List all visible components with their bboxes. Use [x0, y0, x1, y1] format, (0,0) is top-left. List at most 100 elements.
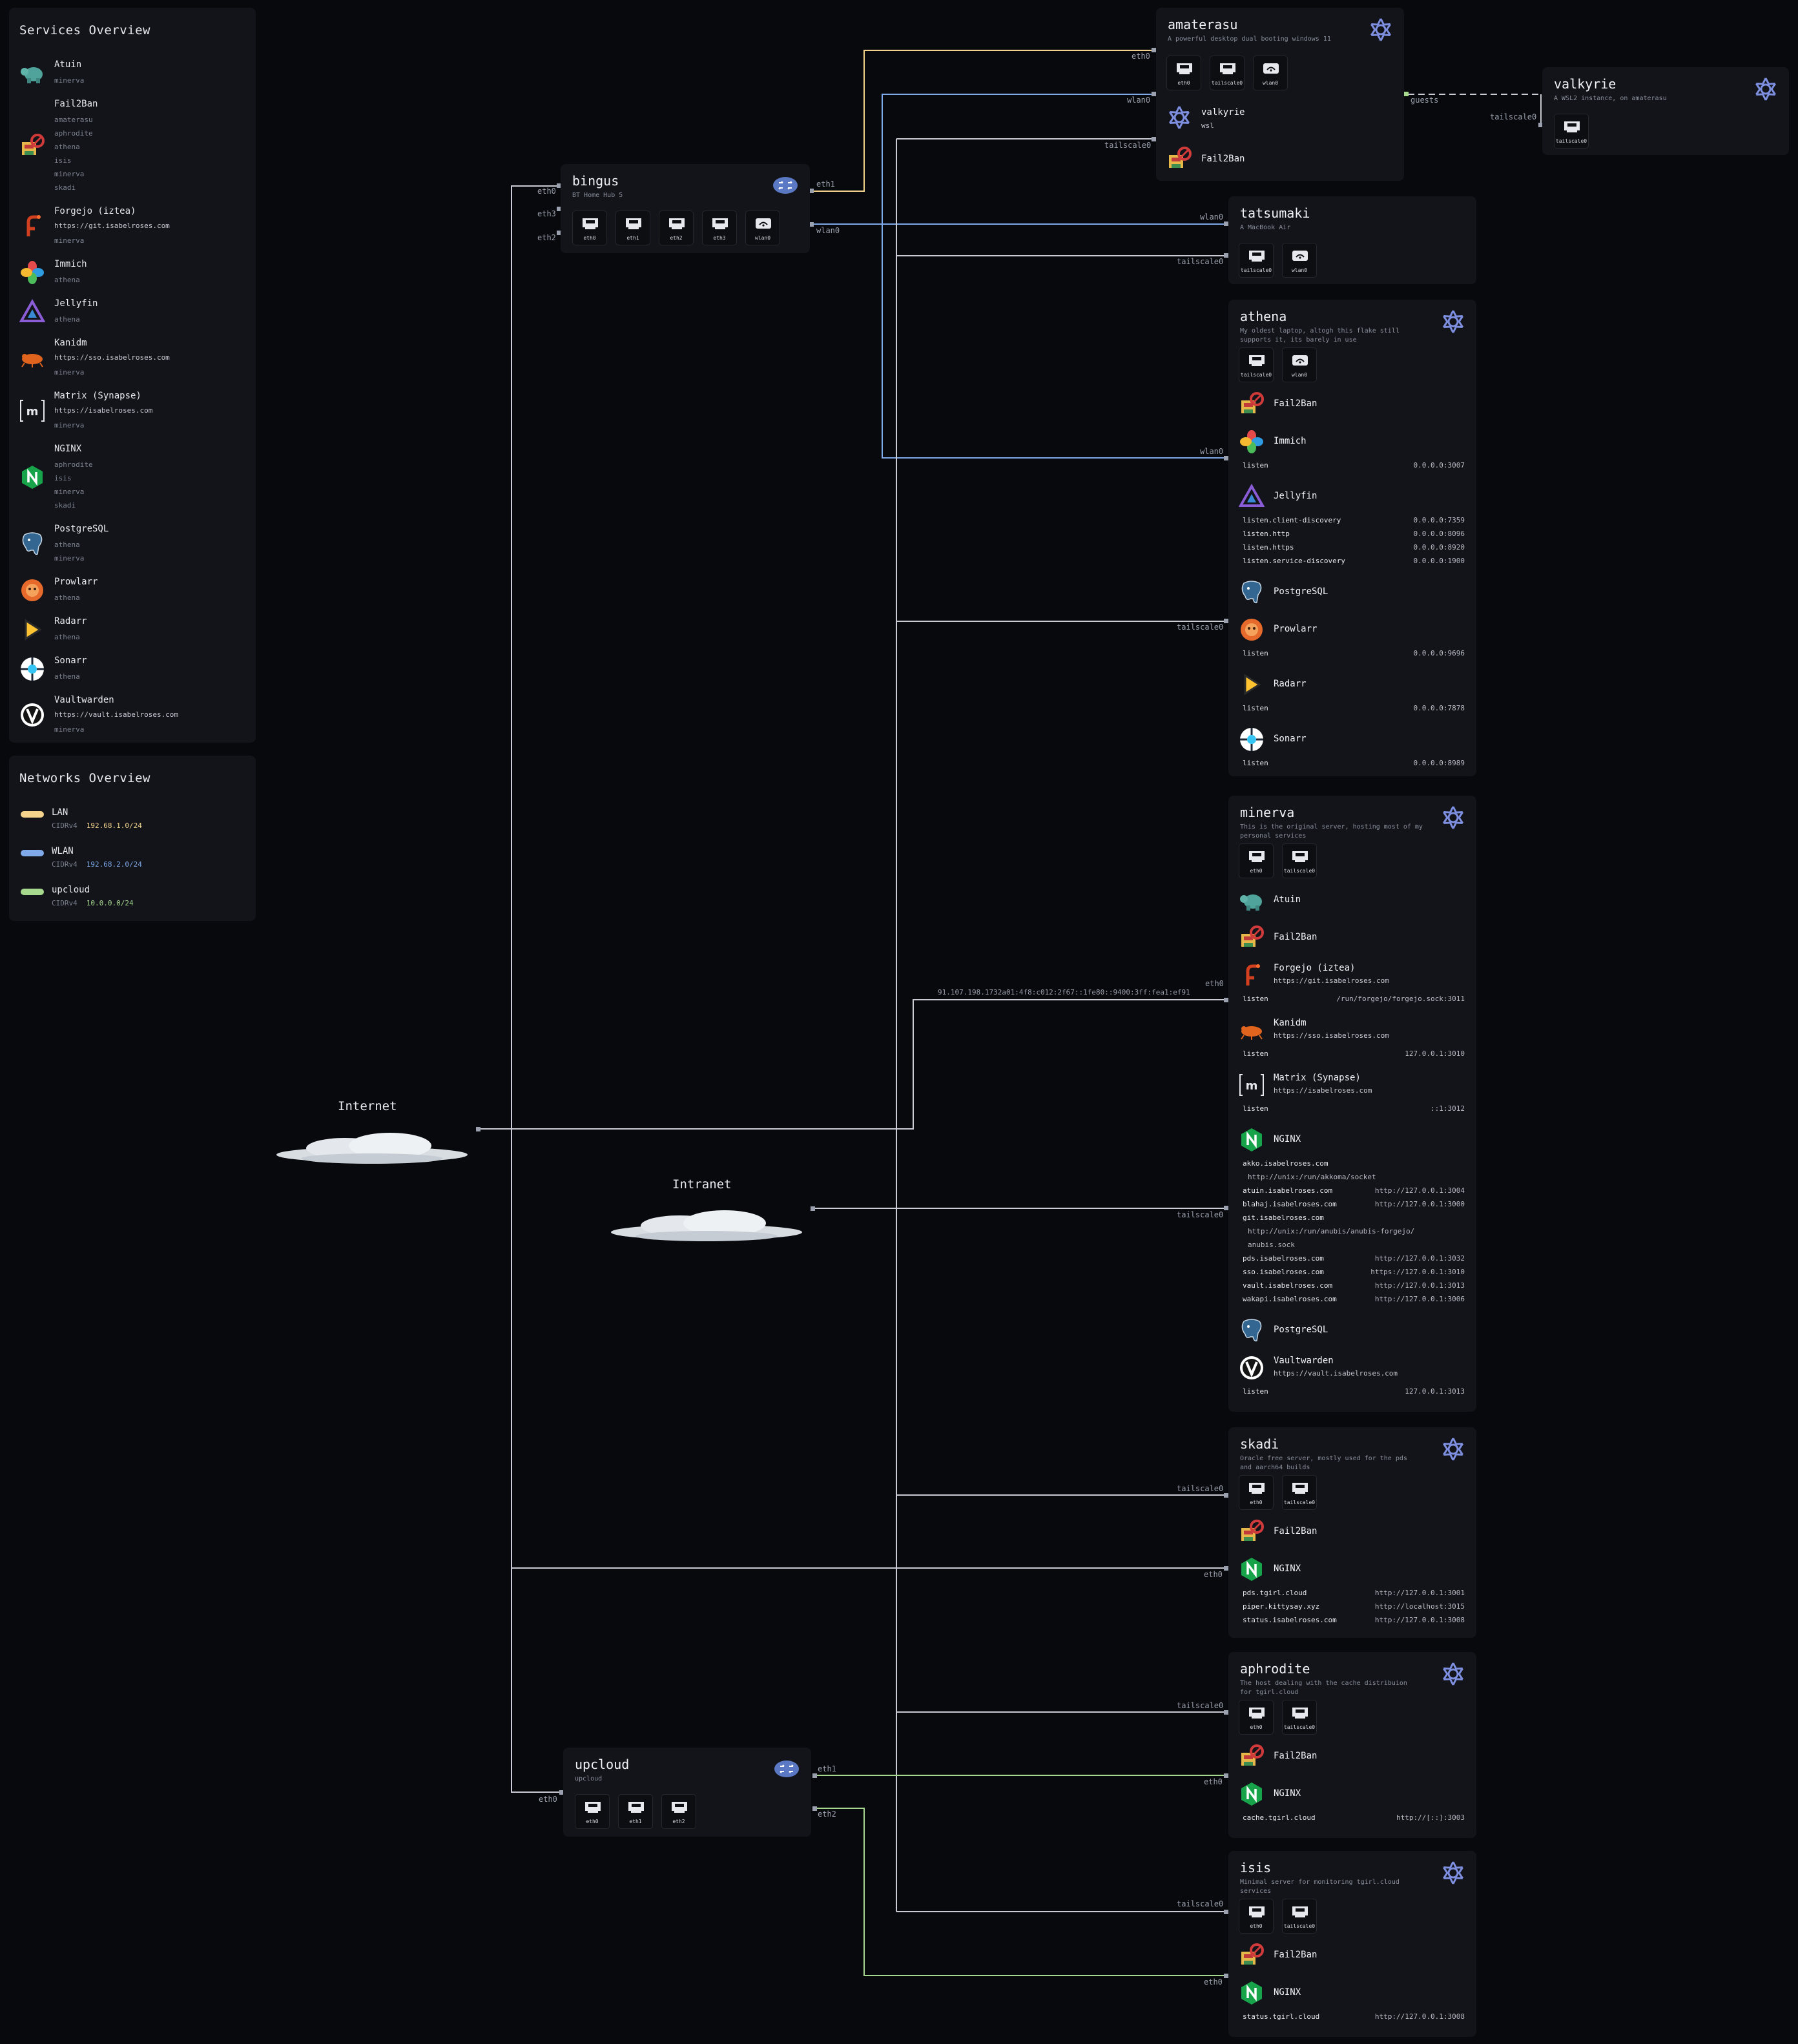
edge-upcloud-isis: [815, 1808, 1226, 1976]
service-host: isis: [54, 156, 72, 165]
service-url[interactable]: https://git.isabelroses.com: [54, 222, 170, 230]
node-service-url[interactable]: https://sso.isabelroses.com: [1274, 1031, 1389, 1040]
service-host: skadi: [54, 183, 76, 192]
service-host: minerva: [54, 236, 85, 245]
edge-label: tailscale0: [1104, 141, 1152, 150]
node-service-url[interactable]: https://vault.isabelroses.com: [1274, 1369, 1398, 1378]
edge-label: eth0: [1204, 1777, 1223, 1786]
interface-tailscale0[interactable]: tailscale0: [1282, 1475, 1317, 1510]
service-property-key: listen.http: [1243, 530, 1290, 538]
interface-tailscale0[interactable]: tailscale0: [1239, 243, 1274, 278]
interface-label: eth0: [586, 1819, 599, 1824]
cidr-value: 10.0.0.0/24: [86, 899, 134, 907]
service-property-key: cache.tgirl.cloud: [1243, 1813, 1316, 1822]
service-property-key: listen: [1243, 759, 1268, 767]
service-property-key: blahaj.isabelroses.com: [1243, 1200, 1337, 1208]
service-host: skadi: [54, 501, 76, 510]
interface-tailscale0[interactable]: tailscale0: [1554, 114, 1589, 149]
cidr-value: 192.68.2.0/24: [86, 860, 142, 869]
service-host: isis: [54, 474, 72, 482]
interface-wlan0[interactable]: wlan0: [1253, 56, 1288, 90]
interface-tailscale0[interactable]: tailscale0: [1210, 56, 1245, 90]
service-property-key: listen: [1243, 1104, 1268, 1113]
interface-eth0[interactable]: eth0: [1239, 1899, 1274, 1934]
interface-label: eth0: [1177, 80, 1190, 86]
panel-title: Networks Overview: [19, 771, 150, 785]
matrix-icon: m: [1239, 1072, 1265, 1098]
internet-cloud-icon[interactable]: [274, 1131, 470, 1168]
service-url[interactable]: https://sso.isabelroses.com: [54, 353, 170, 362]
interface-tailscale0[interactable]: tailscale0: [1282, 1899, 1317, 1934]
interface-eth2[interactable]: eth2: [659, 211, 694, 245]
node-title: athena: [1240, 309, 1287, 324]
radarr-icon: [19, 617, 45, 643]
interface-label: wlan0: [1291, 372, 1308, 378]
service-host: minerva: [54, 725, 85, 734]
node-service-url[interactable]: https://git.isabelroses.com: [1274, 976, 1389, 985]
interface-eth2[interactable]: eth2: [661, 1794, 696, 1829]
interface-label: tailscale0: [1240, 372, 1272, 378]
edge-label: wlan0: [1200, 212, 1224, 222]
interface-wlan0[interactable]: wlan0: [745, 211, 780, 245]
interface-label: eth0: [1250, 1724, 1263, 1730]
interface-tailscale0[interactable]: tailscale0: [1282, 1700, 1317, 1735]
interface-wlan0[interactable]: wlan0: [1282, 243, 1317, 278]
router-desc: BT Home Hub 5: [572, 192, 623, 199]
service-property-key: listen: [1243, 1387, 1268, 1396]
service-property-key: listen: [1243, 704, 1268, 712]
edge-label: eth2: [818, 1810, 836, 1819]
interface-tailscale0[interactable]: tailscale0: [1282, 843, 1317, 878]
service-name: Jellyfin: [54, 298, 98, 309]
interface-eth3[interactable]: eth3: [702, 211, 737, 245]
interface-tailscale0[interactable]: tailscale0: [1239, 347, 1274, 382]
service-host: minerva: [54, 554, 85, 563]
interface-wlan0[interactable]: wlan0: [1282, 347, 1317, 382]
service-property-value: /run/forgejo/forgejo.sock:3011: [1336, 995, 1465, 1003]
node-service-name: Vaultwarden: [1274, 1356, 1334, 1366]
interface-eth0[interactable]: eth0: [1239, 1700, 1274, 1735]
interface-eth0[interactable]: eth0: [1166, 56, 1201, 90]
service-url[interactable]: https://isabelroses.com: [54, 406, 153, 415]
node-service-url[interactable]: https://isabelroses.com: [1274, 1086, 1372, 1095]
interface-eth0[interactable]: eth0: [575, 1794, 610, 1829]
interface-eth1[interactable]: eth1: [615, 211, 650, 245]
interface-eth0[interactable]: eth0: [1239, 843, 1274, 878]
cidr-label: CIDRv4: [52, 899, 78, 907]
intranet-cloud-icon[interactable]: [608, 1209, 805, 1245]
edge-label: wlan0: [816, 226, 840, 235]
postgresql-icon: [1239, 1317, 1265, 1343]
service-url[interactable]: https://vault.isabelroses.com: [54, 710, 179, 719]
prowlarr-icon: [1239, 617, 1265, 643]
edge-wlan-amaterasu: [811, 94, 1153, 225]
fail2ban-icon: [1166, 146, 1192, 172]
node-title: valkyrie: [1554, 76, 1617, 92]
service-overview-item[interactable]: Forgejo (iztea)https://git.isabelroses.c…: [19, 206, 239, 249]
interface-eth0[interactable]: eth0: [572, 211, 607, 245]
interface-eth1[interactable]: eth1: [618, 1794, 653, 1829]
interface-eth0[interactable]: eth0: [1239, 1475, 1274, 1510]
service-property-value: http://127.0.0.1:3013: [1374, 1281, 1465, 1290]
